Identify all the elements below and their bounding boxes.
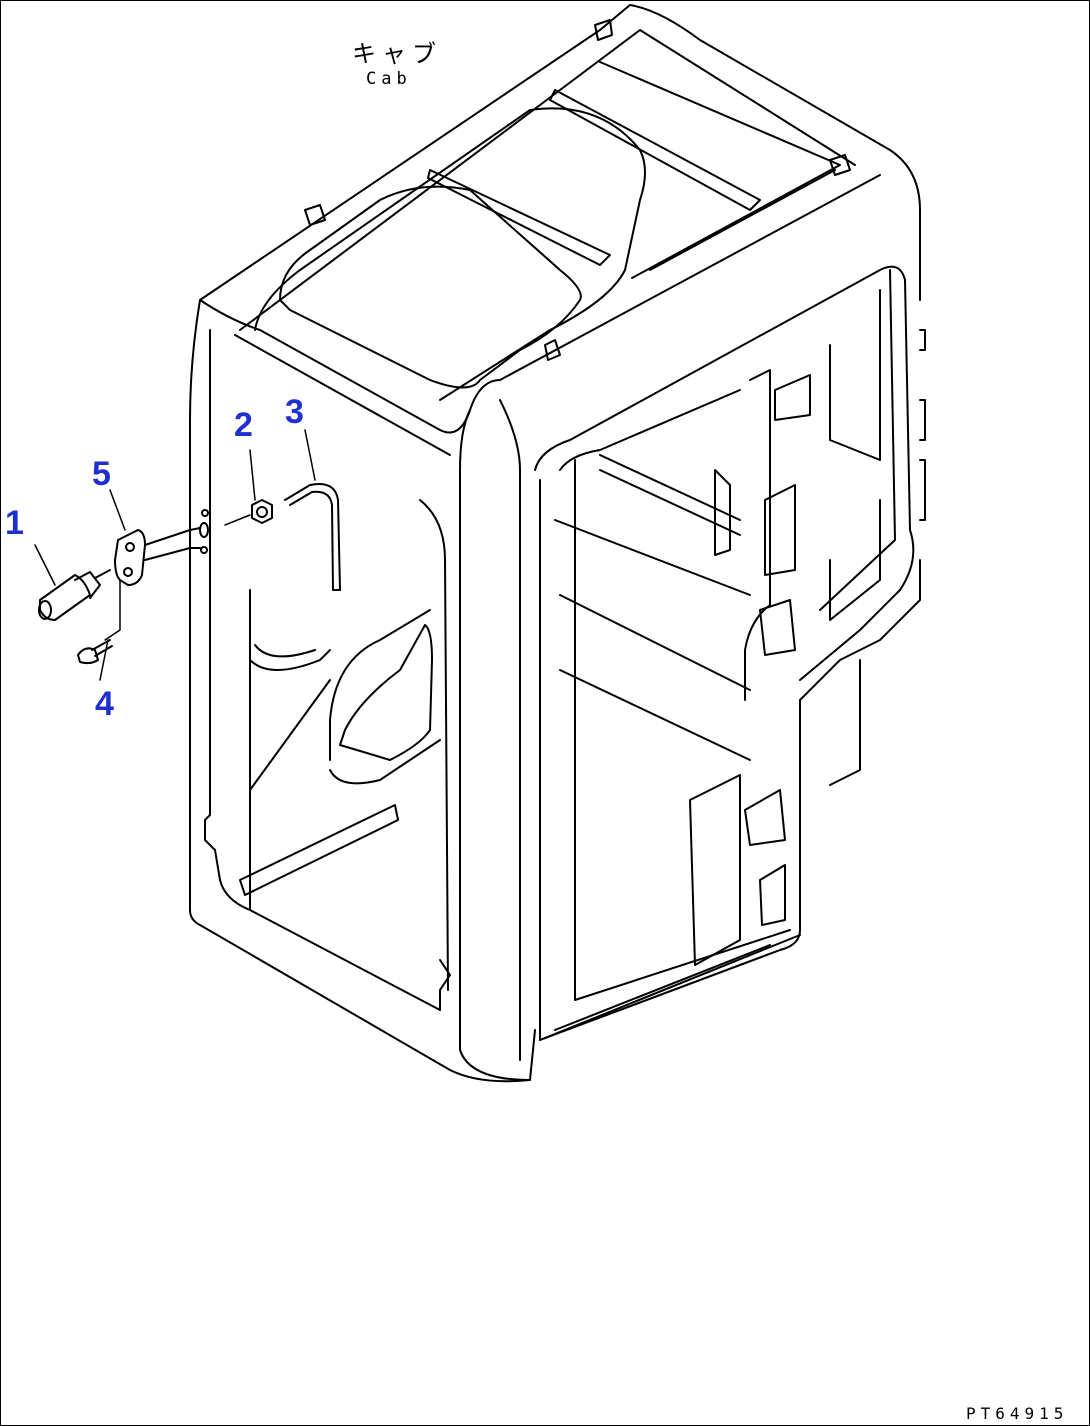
part-2-nut	[251, 499, 273, 524]
callout-1: 1	[5, 504, 24, 542]
callout-4: 4	[95, 685, 114, 723]
part-leaders	[34, 429, 316, 681]
callout-3: 3	[285, 393, 304, 431]
part-5-bracket	[114, 509, 209, 586]
cab-rear-frame	[599, 269, 926, 966]
part-4-screw	[77, 639, 113, 665]
callout-2: 2	[234, 406, 253, 444]
cab-front-opening	[459, 265, 906, 1081]
cab-left-side	[189, 299, 531, 1083]
drawing-id: PT64915	[966, 1404, 1069, 1423]
callout-5: 5	[92, 455, 111, 493]
part-1-plug	[38, 569, 111, 621]
diagram-title-jp: キャブ	[352, 40, 442, 68]
diagram-title-en: Cab	[366, 69, 412, 89]
cab-roof	[199, 4, 921, 456]
part-3-hose	[284, 483, 341, 591]
